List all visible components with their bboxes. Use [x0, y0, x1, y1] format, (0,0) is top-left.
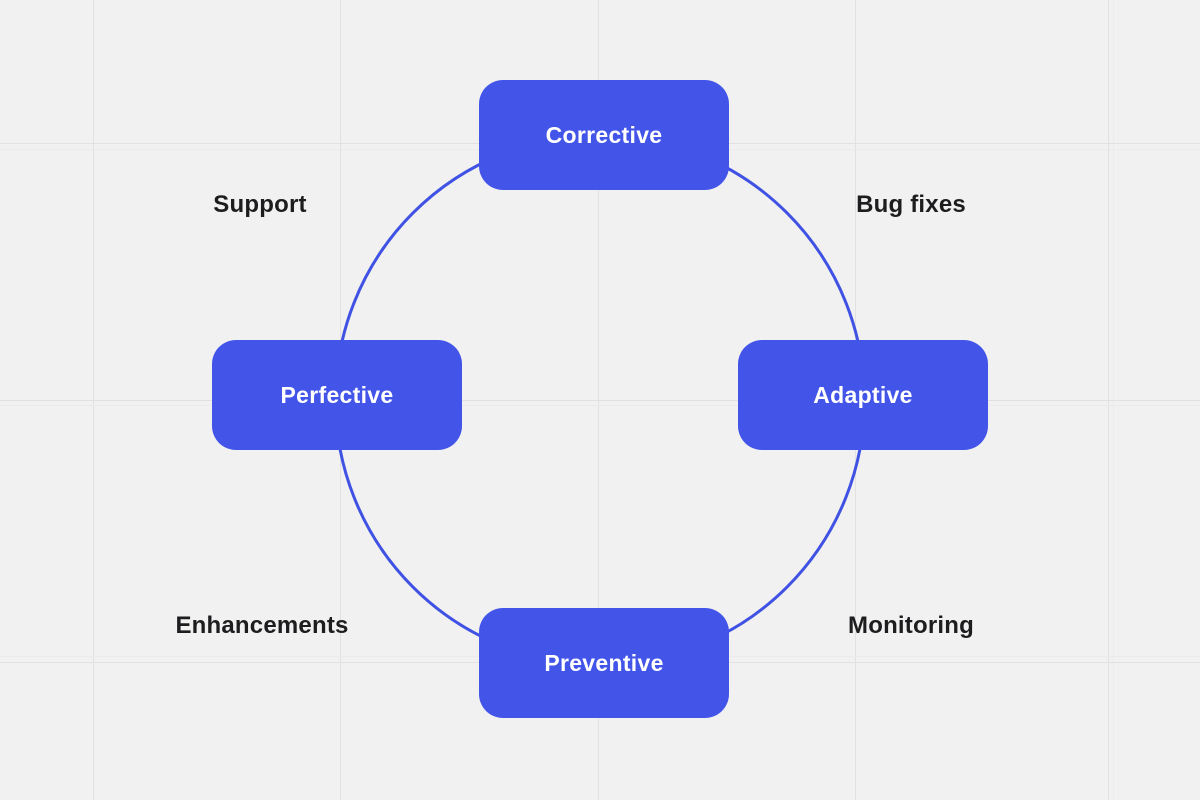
annotation-support[interactable]: Support — [213, 191, 307, 218]
node-perfective[interactable]: Perfective — [212, 340, 462, 450]
node-adaptive[interactable]: Adaptive — [738, 340, 988, 450]
node-label: Corrective — [545, 121, 663, 148]
node-corrective[interactable]: Corrective — [479, 80, 729, 190]
annotation-monitoring[interactable]: Monitoring — [848, 612, 974, 639]
node-label: Preventive — [544, 649, 664, 676]
node-preventive[interactable]: Preventive — [479, 608, 729, 718]
node-label: Adaptive — [813, 381, 913, 408]
annotation-enhancements[interactable]: Enhancements — [175, 612, 349, 639]
annotation-bug-fixes[interactable]: Bug fixes — [856, 191, 966, 218]
node-label: Perfective — [280, 381, 394, 408]
